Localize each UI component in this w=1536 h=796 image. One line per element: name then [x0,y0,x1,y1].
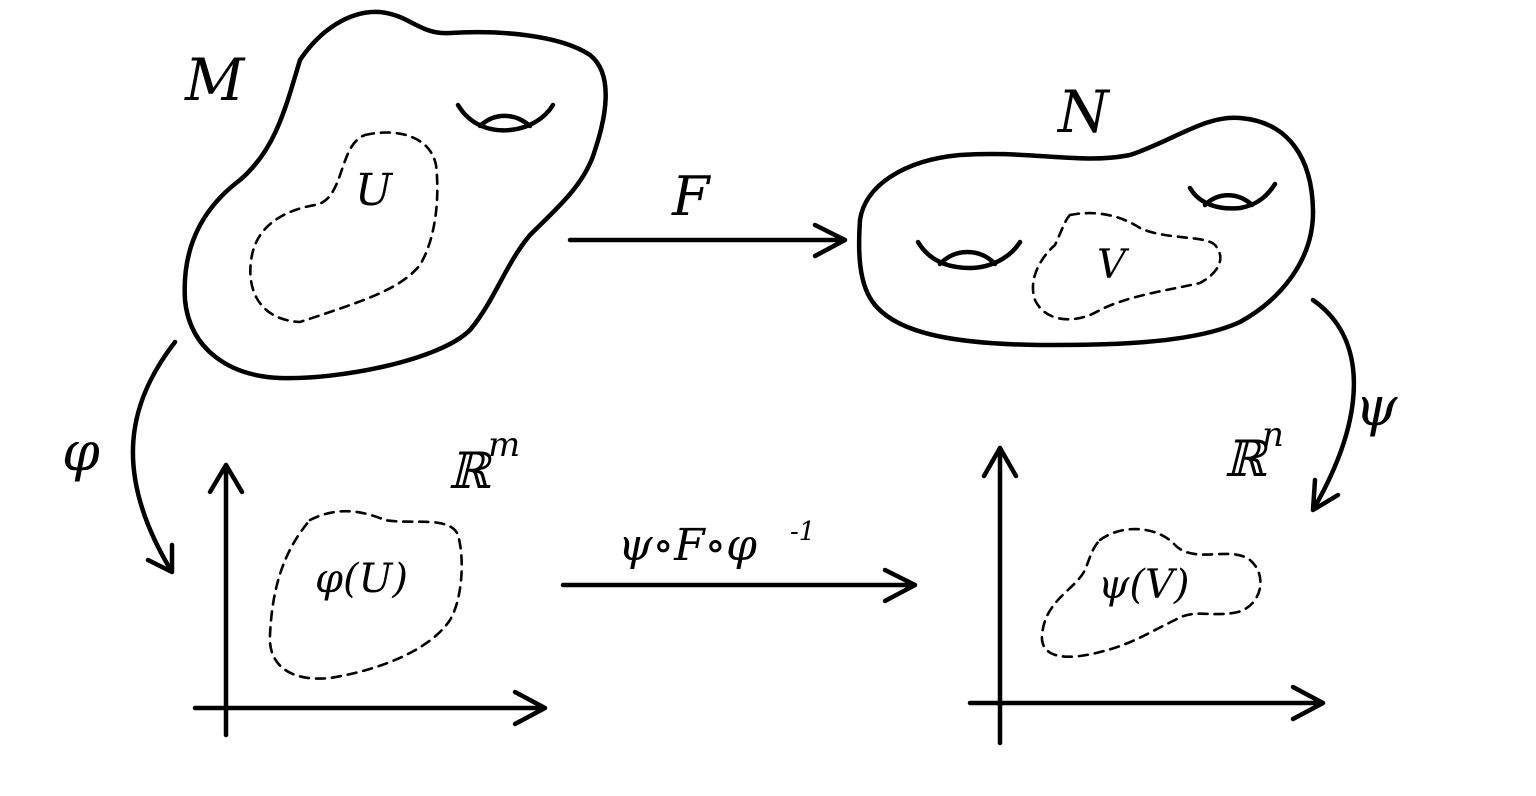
map-f-arrow [567,222,848,259]
transition-arrow [560,567,918,604]
label-m: M [184,46,246,114]
label-rn-exp: n [1262,415,1284,455]
manifold-n-hole-right-lip [1202,193,1255,208]
set-v-region [1031,211,1222,321]
rn-x-axis [967,684,1326,722]
label-phi: φ [62,420,100,483]
label-rn: ℝ [1224,430,1269,488]
chart-phi-arrow [130,339,178,575]
rm-y-axis [207,462,245,738]
manifold-n-hole-left [915,239,1023,271]
rn-y-axis [981,445,1019,746]
label-psi-v: ψ(V) [1098,562,1189,608]
psi-v-region [1040,527,1262,658]
manifold-n-hole-right [1187,181,1278,211]
manifold-n-outline [856,115,1316,348]
manifold-m-hole-lip [477,113,533,129]
label-rm: ℝ [448,442,493,500]
label-psi: ψ [1355,375,1398,438]
label-rm-exp: m [488,425,520,465]
rm-x-axis [192,689,548,727]
label-f: F [671,165,712,228]
manifold-m-hole [455,102,556,133]
chart-psi-arrow [1310,297,1357,513]
manifold-m-outline [182,9,608,381]
label-u: U [355,165,394,216]
label-transition-exp: -1 [790,517,815,547]
manifold-n-hole-left-lip [937,249,998,267]
label-transition: ψ∘F∘φ [618,520,757,571]
set-u-region [249,131,439,324]
phi-u-region [268,509,463,680]
label-v: V [1097,242,1130,288]
label-phi-u: φ(U) [315,556,408,602]
label-n: N [1056,78,1111,146]
